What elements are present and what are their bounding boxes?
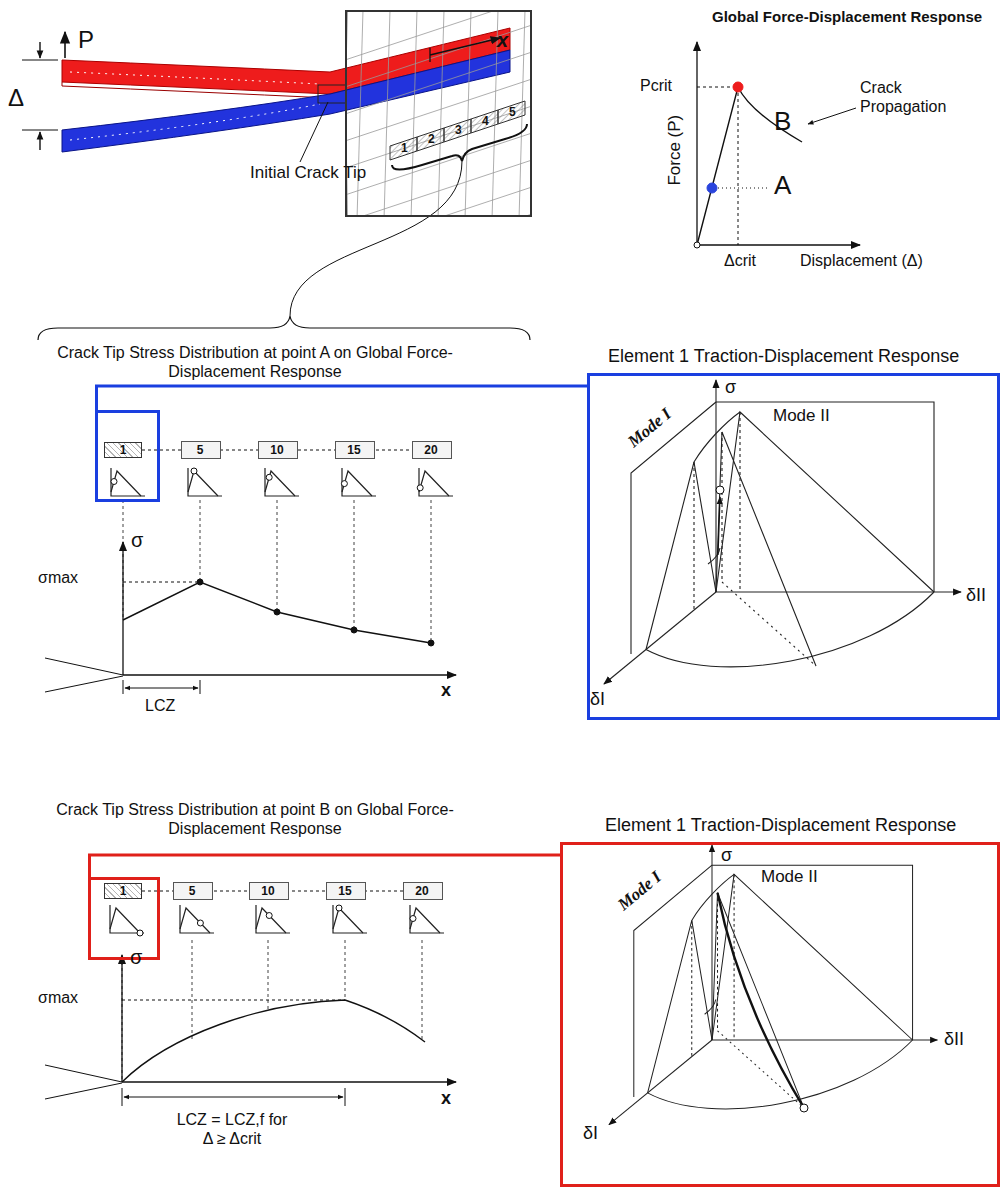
inset-mesh <box>38 0 552 340</box>
node-text: 4 <box>482 114 489 128</box>
element-number: 5 <box>174 883 210 899</box>
node-text: Mode II <box>773 406 830 426</box>
annotation-label: Crack Tip Stress Distribution at point A… <box>30 343 480 381</box>
element-number: 15 <box>336 442 372 458</box>
node-text: x <box>497 28 508 52</box>
element-number: 1 <box>104 883 142 899</box>
element-number: 10 <box>250 883 286 899</box>
element-box: 10 <box>249 882 289 900</box>
annotation-label: P <box>78 26 94 55</box>
stress-plot-b <box>45 891 456 1106</box>
node-text: σ <box>725 377 736 399</box>
element-number: 1 <box>104 442 142 458</box>
annotation-label: B <box>774 106 791 137</box>
node-text: Element 1 Traction-Displacement Response <box>605 815 956 837</box>
annotation-label: Pcrit <box>640 76 672 95</box>
node-text: Mode I <box>620 401 679 455</box>
annotation-label: Displacement (Δ) <box>800 251 923 270</box>
element-number: 5 <box>182 442 218 458</box>
force-displacement-chart <box>694 42 860 248</box>
mixed-mode-law-a <box>604 380 961 684</box>
node-text: δI <box>583 1123 598 1145</box>
node-text: 5 <box>509 105 516 119</box>
node-text: Mode II <box>761 867 818 887</box>
zoom-inset: x 1 2 3 4 5 <box>345 10 532 217</box>
element-box: 5 <box>181 441 221 459</box>
node-text: σ <box>721 845 732 867</box>
annotation-label: x <box>441 680 451 702</box>
annotation-label: σmax <box>38 988 78 1007</box>
node-text: 3 <box>455 123 462 137</box>
annotation-label: Δcrit <box>724 251 756 270</box>
annotation-label: LCZ <box>145 696 175 715</box>
node-text: Mode I <box>610 864 669 918</box>
annotation-label: Global Force-Displacement Response <box>712 8 982 26</box>
callout-connector <box>90 855 561 877</box>
node-text: Element 1 Traction-Displacement Response <box>608 346 959 368</box>
annotation-label: Δ <box>8 84 24 113</box>
element-box: 20 <box>412 441 452 459</box>
node-text: δI <box>590 689 605 711</box>
stress-plot-a <box>45 450 456 694</box>
annotation-label: σmax <box>38 568 78 587</box>
element-number: 20 <box>404 883 440 899</box>
node-text: δII <box>944 1029 964 1051</box>
element-number: 10 <box>259 442 295 458</box>
element-number: 15 <box>327 883 363 899</box>
callout-connector <box>97 386 588 410</box>
element-highlight: 1 <box>88 877 160 960</box>
node-text: 1 <box>401 141 408 155</box>
annotation-label: x <box>441 1088 451 1110</box>
dcb-specimen <box>22 12 510 215</box>
annotation-label: Initial Crack Tip <box>250 163 366 183</box>
element-highlight: 1 <box>95 410 160 502</box>
annotation-label: σ <box>131 528 143 552</box>
element-box: 5 <box>173 882 213 900</box>
annotation-label: Crack Propagation <box>860 78 970 116</box>
element-box: 10 <box>258 441 298 459</box>
annotation-label: Crack Tip Stress Distribution at point B… <box>30 800 480 838</box>
response-panel: Element 1 Traction-Displacement Response… <box>587 373 1000 720</box>
annotation-label: A <box>774 170 791 201</box>
node-text: δII <box>966 585 986 607</box>
element-box: 15 <box>326 882 366 900</box>
annotation-label: Force (P) <box>665 90 685 210</box>
annotation-label: LCZ = LCZ,f for Δ ≥ Δcrit <box>176 1110 288 1148</box>
element-box: 15 <box>335 441 375 459</box>
annotation-label: σ <box>130 945 142 969</box>
element-number: 20 <box>413 442 449 458</box>
node-text: 2 <box>428 132 435 146</box>
response-panel: Element 1 Traction-Displacement Response… <box>560 842 1000 1187</box>
element-box: 20 <box>403 882 443 900</box>
mixed-mode-law-b <box>609 845 937 1125</box>
